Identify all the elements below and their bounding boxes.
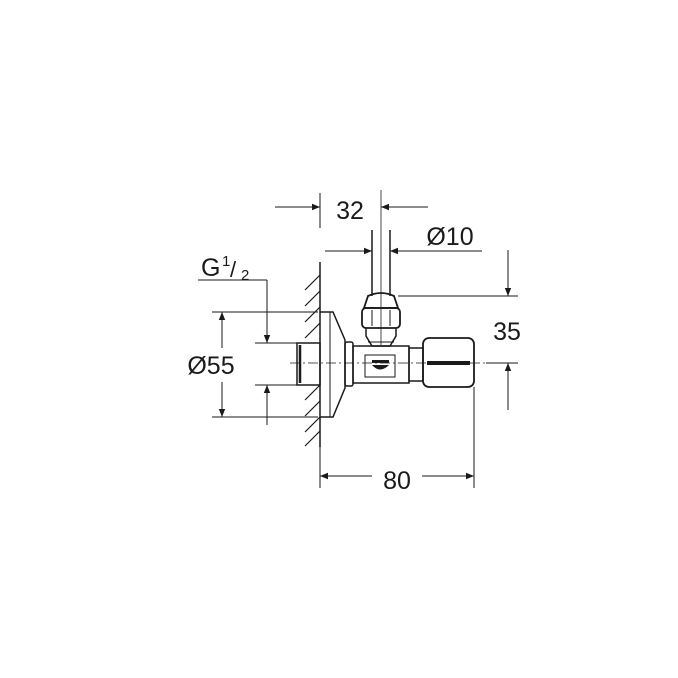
- thread-slash: /: [230, 257, 237, 282]
- dimension-80: 80: [319, 387, 475, 495]
- dimension-32: 32: [275, 193, 428, 228]
- flange: [320, 311, 346, 418]
- wall-hatching: [304, 274, 321, 447]
- thread-g-label: G: [201, 254, 220, 282]
- thread-numerator: 1: [222, 253, 230, 270]
- thread-stub: [296, 342, 321, 386]
- dim-d10-label: Ø10: [426, 223, 473, 251]
- thread-denominator: 2: [241, 267, 249, 284]
- dim-32-label: 32: [336, 197, 364, 225]
- brand-logo-icon: [372, 360, 389, 370]
- dimension-thread-g-half: G 1 / 2: [198, 253, 297, 425]
- dimension-35: 35: [398, 250, 521, 410]
- outlet-pipe: [371, 190, 391, 345]
- wall: [304, 262, 321, 447]
- dim-80-label: 80: [383, 467, 411, 495]
- dimension-diameter-55: Ø55: [187, 311, 318, 418]
- dim-d55-label: Ø55: [187, 352, 234, 380]
- dim-35-label: 35: [493, 318, 521, 346]
- valve-body: [344, 341, 424, 387]
- valve-handle: [422, 337, 475, 388]
- dimension-diameter-10: Ø10: [325, 223, 482, 255]
